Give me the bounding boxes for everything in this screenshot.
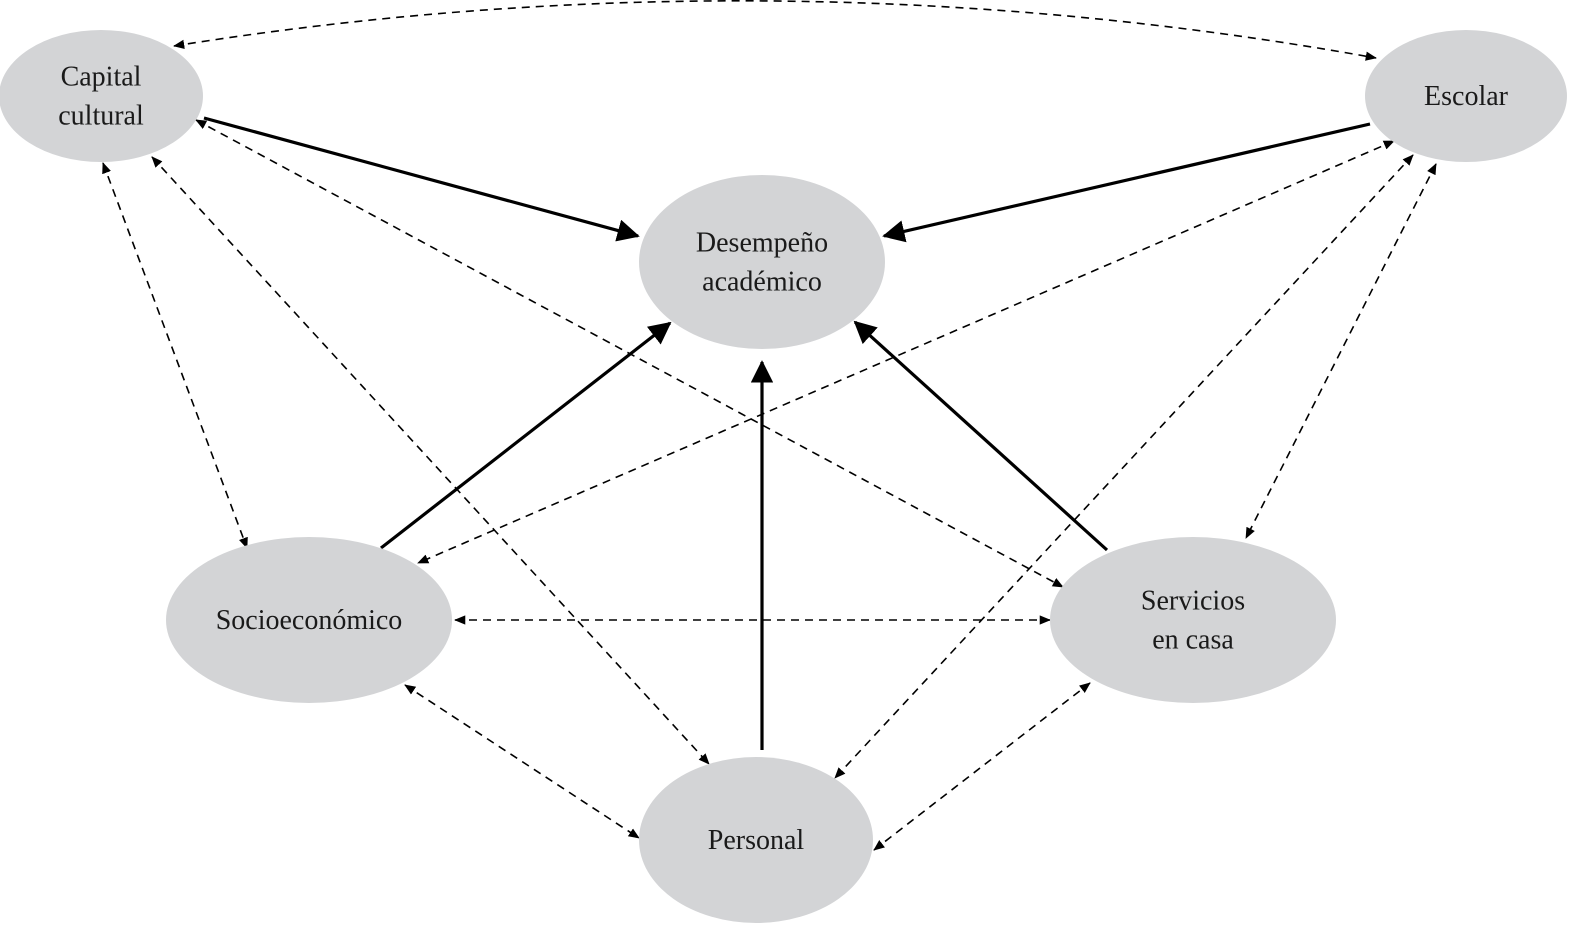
node-escolar-ellipse	[1365, 30, 1567, 162]
node-socio: Socioeconómico	[166, 537, 452, 703]
edge-capital-to-desempeno	[203, 116, 640, 242]
node-capital: Capital cultural	[0, 30, 203, 162]
edge-socio-to-desempeno	[380, 321, 672, 550]
edge-socio-to-personal	[404, 684, 640, 839]
edge-personal-to-servicios	[873, 682, 1091, 851]
node-servicios-label-line-0: Servicios	[1141, 586, 1245, 617]
node-personal-ellipse	[639, 757, 873, 923]
node-desempeno-label-line-1: académico	[702, 267, 822, 298]
edge-capital-to-socio	[102, 162, 248, 549]
node-socio-label-line-0: Socioeconómico	[216, 605, 403, 636]
edges-layer	[102, 0, 1437, 851]
node-socio-ellipse	[166, 537, 452, 703]
edge-capital-to-servicios	[195, 119, 1064, 588]
node-servicios-label-line-1: en casa	[1152, 625, 1234, 656]
node-desempeno-label-line-0: Desempeño	[696, 228, 828, 259]
edge-escolar-to-desempeno	[882, 122, 1371, 243]
node-servicios: Servicios en casa	[1050, 537, 1336, 703]
node-capital-label-line-0: Capital	[61, 62, 142, 93]
edge-escolar-to-socio	[417, 140, 1395, 564]
node-capital-ellipse	[0, 30, 203, 162]
node-personal-label-line-0: Personal	[708, 825, 805, 856]
node-desempeno-ellipse	[639, 175, 885, 349]
node-capital-label-line-1: cultural	[58, 101, 144, 132]
node-servicios-ellipse	[1050, 537, 1336, 703]
node-desempeno: Desempeño académico	[639, 175, 885, 349]
node-personal: Personal	[639, 757, 873, 923]
edge-servicios-to-desempeno	[853, 320, 1109, 552]
node-escolar: Escolar	[1365, 30, 1567, 162]
edge-escolar-to-servicios	[1245, 163, 1437, 539]
edge-capital-to-escolar	[173, 0, 1377, 61]
node-escolar-label-line-0: Escolar	[1424, 81, 1509, 112]
